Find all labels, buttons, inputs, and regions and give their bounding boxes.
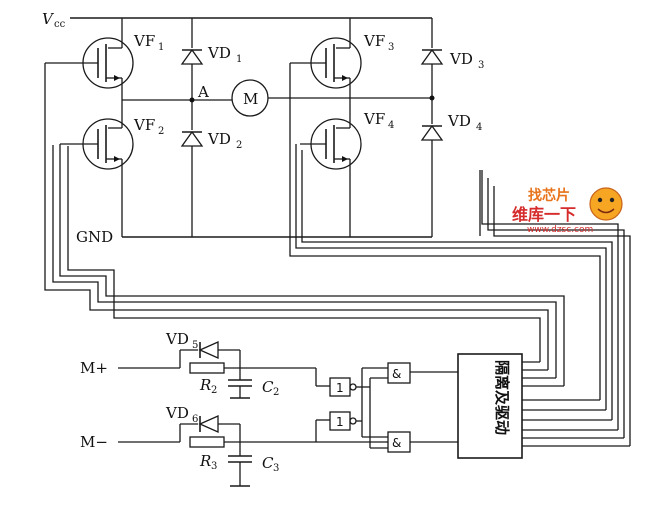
svg-text:6: 6 — [192, 414, 198, 425]
svg-text:VD: VD — [207, 44, 231, 62]
svg-text:4: 4 — [476, 122, 482, 133]
vd4-diode — [420, 98, 444, 237]
svg-text:4: 4 — [388, 120, 394, 131]
svg-text:VD: VD — [447, 112, 471, 130]
svg-text:2: 2 — [273, 387, 279, 398]
svg-text:5: 5 — [192, 340, 198, 351]
site-watermark: 找芯片 维库一下 www.dzsc.com — [512, 187, 623, 235]
vcc-label: V cc — [42, 10, 66, 30]
watermark-line1: 找芯片 — [528, 187, 570, 204]
vd1-diode — [180, 18, 204, 100]
gnd-label: GND — [76, 228, 113, 246]
vd6-label: VD 6 — [165, 404, 198, 425]
svg-text:VD: VD — [207, 130, 231, 148]
vf1-transistor — [45, 18, 134, 100]
svg-text:2: 2 — [211, 385, 217, 396]
svg-text:3: 3 — [388, 42, 394, 53]
vd2-diode — [180, 100, 204, 237]
left-gate-bus — [44, 63, 565, 386]
vf3-label: VF 3 — [363, 32, 394, 53]
svg-text:VD: VD — [165, 330, 189, 348]
r3-label: R 3 — [199, 452, 217, 472]
watermark-line2: 维库一下 — [512, 205, 576, 224]
svg-text:VF: VF — [133, 116, 155, 134]
m-minus-label: M− — [80, 433, 108, 451]
svg-text:V: V — [42, 10, 55, 28]
vf3-transistor — [290, 18, 362, 98]
vf1-label: VF 1 — [133, 32, 164, 53]
svg-text:cc: cc — [54, 19, 66, 30]
vf4-label: VF 4 — [363, 110, 394, 131]
c3-label: C 3 — [262, 454, 279, 474]
svg-text:VD: VD — [449, 50, 473, 68]
svg-text:VF: VF — [133, 32, 155, 50]
vd2-label: VD 2 — [207, 130, 242, 151]
and-gate-1-label: & — [392, 367, 401, 381]
svg-text:1: 1 — [236, 54, 242, 65]
m-plus-input-network — [118, 340, 316, 399]
not-gate-1-label: 1 — [336, 381, 344, 395]
vd4-label: VD 4 — [447, 112, 482, 133]
not-gate-2 — [315, 411, 362, 442]
svg-text:1: 1 — [158, 42, 164, 53]
svg-text:R: R — [199, 452, 211, 470]
svg-text:VF: VF — [363, 110, 385, 128]
svg-text:R: R — [199, 376, 211, 394]
svg-text:3: 3 — [273, 463, 279, 474]
mascot-icon — [589, 187, 623, 221]
vf4-transistor — [300, 98, 362, 237]
not-gate-1 — [315, 368, 370, 397]
svg-text:3: 3 — [211, 461, 217, 472]
vf2-label: VF 2 — [133, 116, 164, 137]
svg-text:3: 3 — [478, 60, 484, 71]
motor-label: M — [243, 90, 258, 108]
svg-text:C: C — [262, 454, 274, 472]
isolation-driver-block — [457, 353, 523, 459]
vd1-label: VD 1 — [207, 44, 242, 65]
vd3-label: VD 3 — [449, 50, 484, 71]
svg-text:2: 2 — [158, 126, 164, 137]
motor-branch — [122, 79, 290, 117]
watermark-url: www.dzsc.com — [527, 225, 593, 235]
right-gate-bus — [289, 63, 631, 446]
and-gate-2-label: & — [392, 436, 401, 450]
svg-text:2: 2 — [236, 140, 242, 151]
svg-text:C: C — [262, 378, 274, 396]
not-gate-2-label: 1 — [336, 415, 344, 429]
c2-label: C 2 — [262, 378, 279, 398]
vf2-transistor — [60, 100, 134, 237]
driver-block-label: 隔离及驱动 — [493, 360, 511, 435]
driver-output-leads — [522, 361, 630, 447]
and-gate-2 — [361, 387, 458, 453]
and-gate-1 — [362, 362, 458, 387]
svg-text:VF: VF — [363, 32, 385, 50]
vd3-diode — [420, 18, 444, 98]
node-a-label: A — [197, 83, 209, 101]
right-midpoint-wire — [290, 95, 435, 101]
r2-label: R 2 — [199, 376, 217, 396]
svg-text:VD: VD — [165, 404, 189, 422]
vd5-label: VD 5 — [165, 330, 198, 351]
m-minus-input-network — [118, 414, 386, 487]
m-plus-label: M+ — [80, 359, 108, 377]
